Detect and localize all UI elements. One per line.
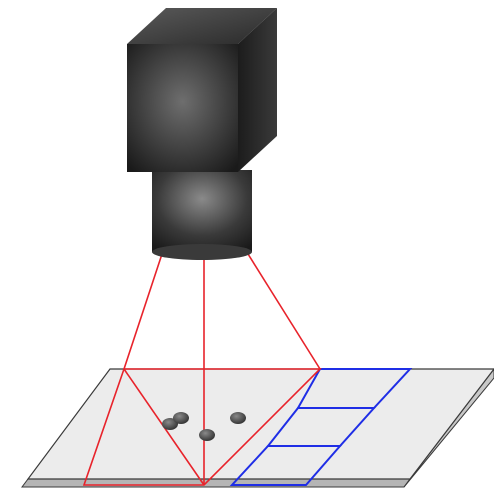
- camera-side-face: [238, 8, 277, 172]
- stage-top-surface: [26, 368, 494, 480]
- fov-ray-right: [247, 253, 321, 370]
- sample-stage: [21, 368, 494, 488]
- sample-particles: [162, 412, 246, 441]
- red-field-of-view: [82, 253, 322, 486]
- particle: [230, 412, 246, 424]
- grid-cell: [229, 445, 343, 486]
- particle: [173, 412, 189, 424]
- fov-ray-left: [123, 253, 163, 370]
- particle: [199, 429, 215, 441]
- camera-top-face: [127, 8, 277, 44]
- stage-bottom-edge: [21, 478, 411, 488]
- lens-bottom-rim: [152, 244, 252, 260]
- particle: [162, 418, 178, 430]
- camera-body: [127, 8, 277, 172]
- camera-lens: [152, 170, 252, 260]
- blue-grid-cells: [229, 368, 413, 486]
- camera-front-face: [127, 44, 238, 172]
- lens-barrel: [152, 170, 252, 252]
